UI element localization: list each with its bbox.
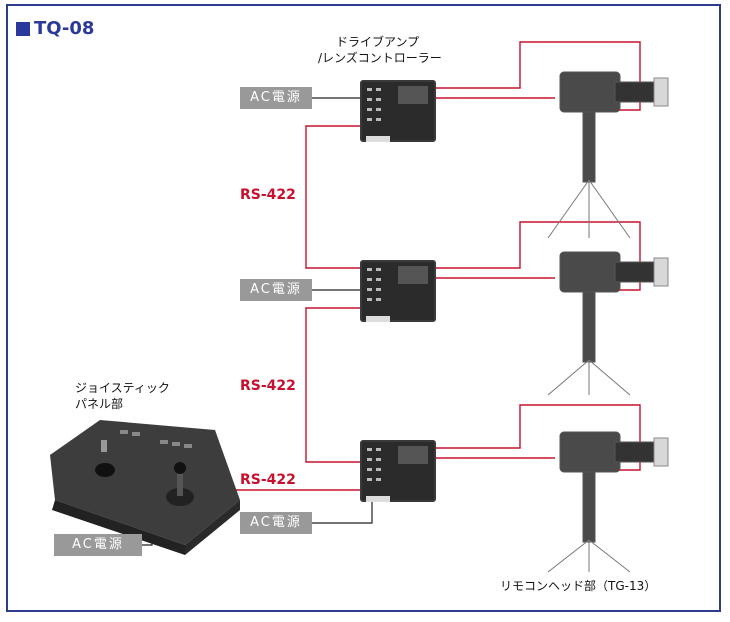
joystick-label-line2: パネル部	[75, 397, 124, 411]
remote-head-label: リモコンヘッド部（TG-13）	[500, 579, 657, 593]
rs-line-2-3	[305, 307, 360, 463]
rs-422-label-3: RS-422	[240, 472, 296, 488]
cam-link-1	[435, 41, 641, 111]
camera-1	[547, 71, 669, 239]
drive-amp-unit-3	[360, 440, 436, 502]
drive-amp-unit-2	[360, 260, 436, 322]
joystick-panel	[50, 420, 240, 555]
title-square-icon	[16, 22, 30, 36]
diagram-title: TQ-08	[16, 20, 94, 38]
ac-power-badge-joystick: AC電源	[54, 534, 142, 556]
cam-link-3	[435, 404, 641, 471]
rs-422-label-1: RS-422	[240, 187, 296, 203]
rs-422-label-2: RS-422	[240, 378, 296, 394]
ac-line-3	[312, 500, 373, 524]
joystick-label-line1: ジョイスティック	[75, 381, 170, 395]
joystick-label: ジョイスティック パネル部	[75, 380, 170, 412]
ac-power-badge-2: AC電源	[240, 279, 312, 301]
rs-line-1-2	[305, 125, 360, 269]
title-text: TQ-08	[34, 18, 95, 39]
drive-amp-label-line1: ドライブアンプ	[336, 35, 420, 49]
drive-amp-unit-1	[360, 80, 436, 142]
ac-power-badge-3: AC電源	[240, 512, 312, 534]
ac-power-badge-1: AC電源	[240, 87, 312, 109]
cam-link-2	[435, 221, 641, 291]
drive-amp-label-line2: /レンズコントローラー	[318, 51, 442, 65]
camera-3	[547, 431, 669, 573]
drive-amp-label: ドライブアンプ /レンズコントローラー	[318, 34, 442, 66]
camera-2	[547, 251, 669, 396]
